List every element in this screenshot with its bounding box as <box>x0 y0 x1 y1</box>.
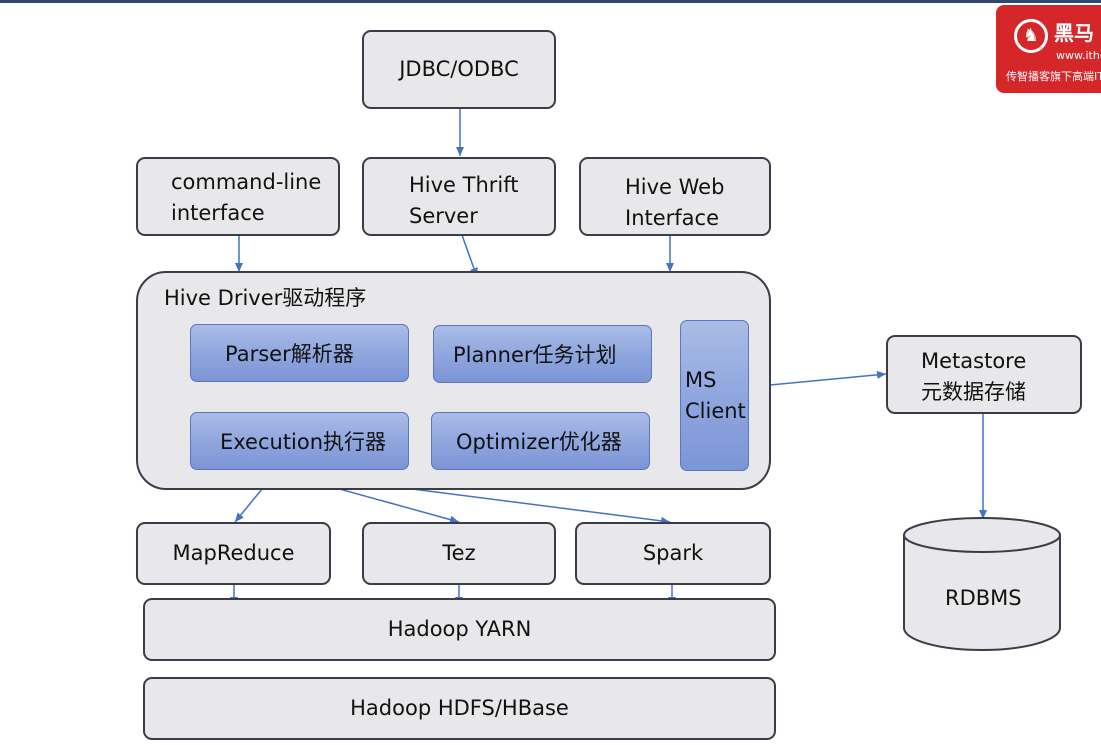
thrift-server-label-line2: Server <box>409 204 478 228</box>
execution-box: Execution执行器 <box>190 412 409 470</box>
command-line-label-line2: interface <box>171 201 265 225</box>
parser-label: Parser解析器 <box>225 342 354 366</box>
mapreduce-box: MapReduce <box>136 522 331 585</box>
ms-client-label-line2: Client <box>685 398 746 423</box>
metastore-label-line2: 元数据存储 <box>921 380 1026 404</box>
command-line-box: command-line interface <box>136 157 340 236</box>
logo-url: www.itheima.com <box>1056 49 1101 62</box>
web-interface-label-line1: Hive Web <box>625 175 725 199</box>
spark-label: Spark <box>642 541 704 565</box>
jdbc-odbc-label: JDBC/ODBC <box>399 57 519 81</box>
logo-name: 黑马 <box>1054 21 1094 45</box>
thrift-server-box: Hive Thrift Server <box>362 157 556 236</box>
rdbms-cylinder <box>903 517 1061 651</box>
top-rule <box>0 0 1101 3</box>
planner-label: Planner任务计划 <box>453 343 617 367</box>
logo-tagline: 传智播客旗下高端IT教育品牌 <box>1006 70 1101 83</box>
metastore-box: Metastore 元数据存储 <box>886 335 1082 414</box>
mapreduce-label: MapReduce <box>172 541 295 565</box>
ms-client-box: MS Client <box>680 320 749 471</box>
execution-label: Execution执行器 <box>220 430 387 454</box>
web-interface-box: Hive Web Interface <box>579 157 771 236</box>
ms-client-label-line1: MS <box>685 367 717 392</box>
hadoop-yarn-label: Hadoop YARN <box>387 617 532 641</box>
heima-logo: ♞ 黑马 www.itheima.com 传智播客旗下高端IT教育品牌 <box>996 5 1101 93</box>
hadoop-hdfs-label: Hadoop HDFS/HBase <box>350 696 569 720</box>
hadoop-hdfs-box: Hadoop HDFS/HBase <box>143 677 776 740</box>
horse-logo-icon: ♞ <box>1014 19 1048 53</box>
hive-driver-label: Hive Driver驱动程序 <box>164 286 367 310</box>
thrift-server-label-line1: Hive Thrift <box>409 173 519 197</box>
spark-box: Spark <box>575 522 771 585</box>
rdbms-label: RDBMS <box>945 586 1022 610</box>
parser-box: Parser解析器 <box>190 324 409 382</box>
tez-box: Tez <box>362 522 556 585</box>
arrow-thrift-to-driver <box>461 234 478 278</box>
planner-box: Planner任务计划 <box>433 325 652 383</box>
web-interface-label-line2: Interface <box>625 206 720 230</box>
tez-label: Tez <box>442 541 476 565</box>
optimizer-label: Optimizer优化器 <box>456 430 622 454</box>
arrow-msclient-to-metastore <box>748 370 887 388</box>
metastore-label-line1: Metastore <box>921 349 1027 373</box>
optimizer-box: Optimizer优化器 <box>431 412 650 470</box>
hadoop-yarn-box: Hadoop YARN <box>143 598 776 661</box>
jdbc-odbc-box: JDBC/ODBC <box>362 30 556 109</box>
command-line-label-line1: command-line <box>171 170 322 194</box>
